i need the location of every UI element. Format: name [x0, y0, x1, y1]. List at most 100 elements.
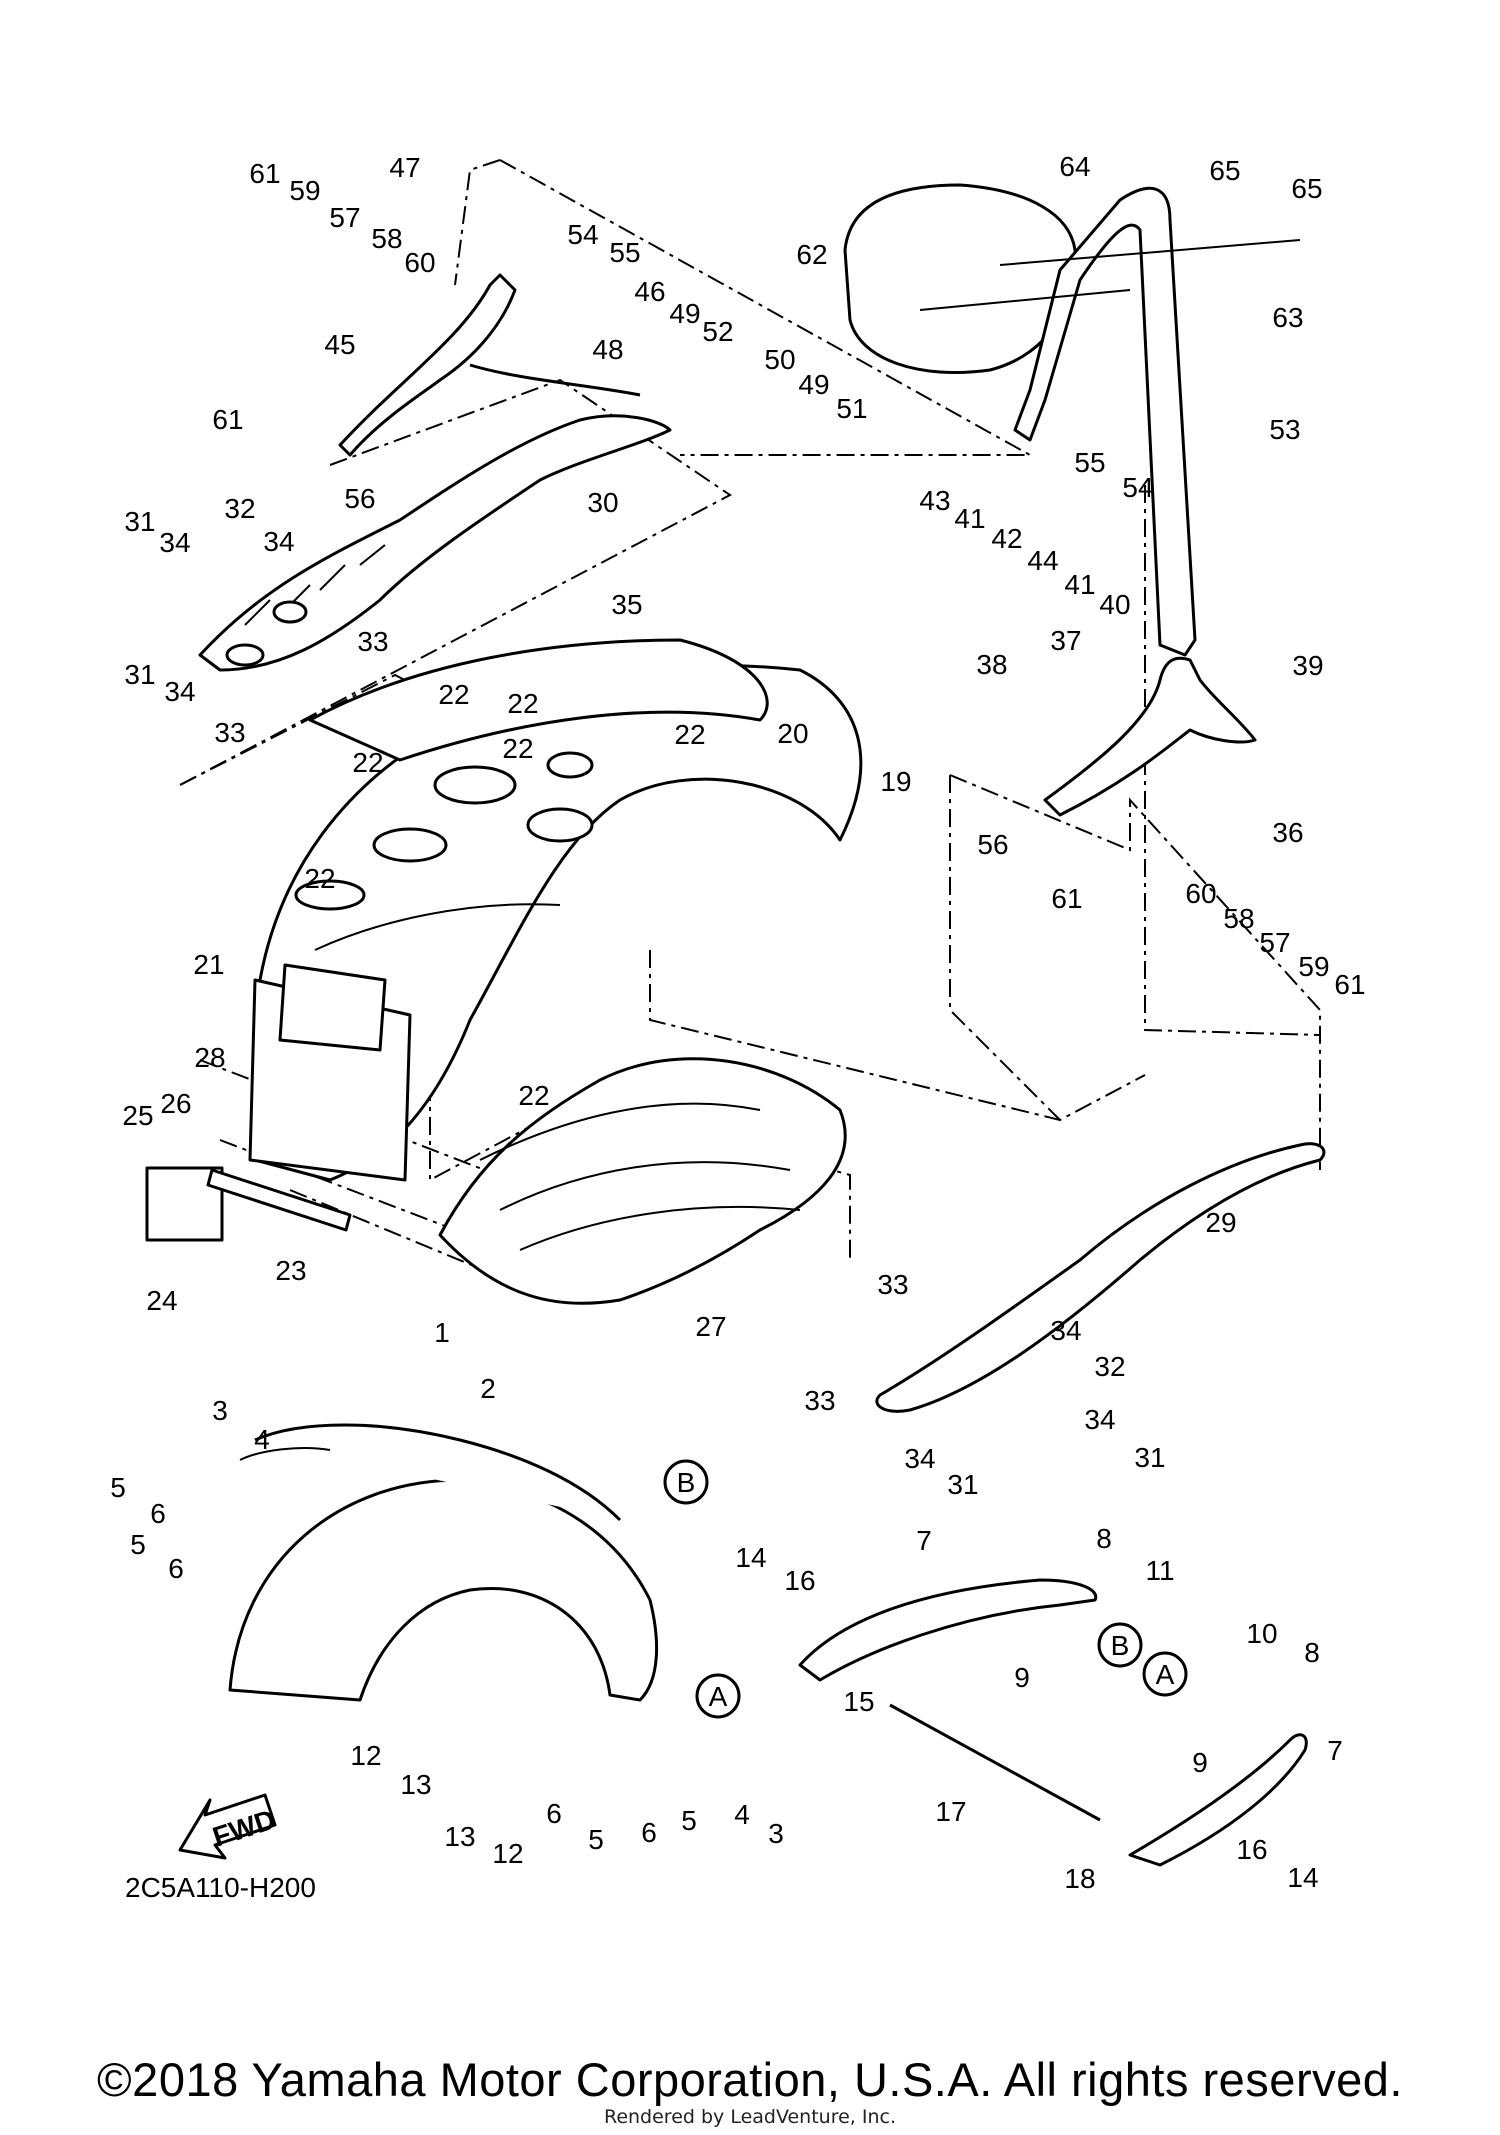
callout-54: 54 — [1122, 472, 1153, 503]
callout-57: 57 — [329, 202, 360, 233]
callout-40: 40 — [1099, 589, 1130, 620]
callout-13: 13 — [444, 1821, 475, 1852]
callout-41: 41 — [954, 503, 985, 534]
callout-6: 6 — [150, 1498, 166, 1529]
left-stay-and-rail — [198, 273, 672, 672]
callout-23: 23 — [275, 1255, 306, 1286]
callout-14: 14 — [1287, 1862, 1318, 1893]
callout-51: 51 — [836, 393, 867, 424]
callout-56: 56 — [977, 829, 1008, 860]
callout-35: 35 — [611, 589, 642, 620]
callout-49: 49 — [669, 298, 700, 329]
right-stay-and-rail — [875, 656, 1326, 1413]
callout-33: 33 — [804, 1385, 835, 1416]
callout-30: 30 — [587, 487, 618, 518]
callout-22: 22 — [304, 863, 335, 894]
callout-58: 58 — [371, 223, 402, 254]
callout-33: 33 — [357, 626, 388, 657]
callout-22: 22 — [502, 733, 533, 764]
callout-28: 28 — [194, 1042, 225, 1073]
callout-24: 24 — [146, 1285, 177, 1316]
callout-3: 3 — [212, 1395, 228, 1426]
callout-47: 47 — [389, 152, 420, 183]
callout-37: 37 — [1050, 625, 1081, 656]
callout-17: 17 — [935, 1796, 966, 1827]
callout-61: 61 — [249, 158, 280, 189]
callout-22: 22 — [674, 719, 705, 750]
copyright-notice: ©2018 Yamaha Motor Corporation, U.S.A. A… — [97, 2053, 1403, 2106]
callout-44: 44 — [1027, 545, 1058, 576]
callout-34: 34 — [159, 527, 190, 558]
rendered-by-credit: Rendered by LeadVenture, Inc. — [603, 2106, 897, 2128]
callout-55: 55 — [609, 237, 640, 268]
callout-63: 63 — [1272, 302, 1303, 333]
callout-31: 31 — [1134, 1442, 1165, 1473]
callout-15: 15 — [843, 1686, 874, 1717]
callout-42: 42 — [991, 523, 1022, 554]
callout-31: 31 — [124, 659, 155, 690]
callout-55: 55 — [1074, 447, 1105, 478]
callout-26: 26 — [160, 1088, 191, 1119]
callout-12: 12 — [492, 1838, 523, 1869]
front-fender — [228, 1423, 658, 1702]
callout-4: 4 — [254, 1424, 270, 1455]
callout-22: 22 — [438, 679, 469, 710]
ref-circle-b: B — [1111, 1630, 1130, 1661]
ref-circle-a: A — [709, 1681, 728, 1712]
callout-41: 41 — [1064, 569, 1095, 600]
callout-46: 46 — [634, 276, 665, 307]
callout-31: 31 — [947, 1469, 978, 1500]
callout-57: 57 — [1259, 927, 1290, 958]
callout-34: 34 — [164, 676, 195, 707]
callout-5: 5 — [130, 1529, 146, 1560]
rear-fender-assembly — [145, 638, 863, 1242]
callout-6: 6 — [546, 1798, 562, 1829]
callout-34: 34 — [263, 526, 294, 557]
callout-31: 31 — [124, 506, 155, 537]
callout-34: 34 — [904, 1443, 935, 1474]
callout-14: 14 — [735, 1542, 766, 1573]
callout-21: 21 — [193, 949, 224, 980]
callout-22: 22 — [352, 747, 383, 778]
callout-60: 60 — [1185, 878, 1216, 909]
callout-34: 34 — [1050, 1315, 1081, 1346]
callout-60: 60 — [404, 247, 435, 278]
front-side-stays — [798, 1578, 1308, 1867]
callout-65: 65 — [1209, 155, 1240, 186]
ref-circle-a: A — [1156, 1659, 1175, 1690]
callout-3: 3 — [768, 1818, 784, 1849]
callout-18: 18 — [1064, 1863, 1095, 1894]
callout-5: 5 — [110, 1472, 126, 1503]
callout-20: 20 — [777, 718, 808, 749]
callout-50: 50 — [764, 344, 795, 375]
callout-22: 22 — [507, 688, 538, 719]
callout-34: 34 — [1084, 1404, 1115, 1435]
callout-12: 12 — [350, 1740, 381, 1771]
callout-8: 8 — [1304, 1637, 1320, 1668]
callout-48: 48 — [592, 334, 623, 365]
callout-19: 19 — [880, 766, 911, 797]
callout-7: 7 — [916, 1525, 932, 1556]
callout-13: 13 — [400, 1769, 431, 1800]
callout-16: 16 — [784, 1565, 815, 1596]
callout-1: 1 — [434, 1317, 450, 1348]
reference-circles: B A B A — [663, 1459, 1188, 1719]
callout-11: 11 — [1145, 1555, 1174, 1586]
callout-33: 33 — [214, 717, 245, 748]
callout-54: 54 — [567, 219, 598, 250]
callout-52: 52 — [702, 316, 733, 347]
callout-56: 56 — [344, 483, 375, 514]
callout-62: 62 — [796, 239, 827, 270]
callout-6: 6 — [641, 1817, 657, 1848]
callout-61: 61 — [1334, 969, 1365, 1000]
callout-9: 9 — [1192, 1747, 1208, 1778]
callout-2: 2 — [480, 1373, 496, 1404]
callout-4: 4 — [734, 1799, 750, 1830]
backrest-assembly — [843, 183, 1301, 657]
callout-38: 38 — [976, 649, 1007, 680]
callout-9: 9 — [1014, 1662, 1030, 1693]
callout-39: 39 — [1292, 650, 1323, 681]
inner-fender — [438, 1057, 847, 1305]
callout-65: 65 — [1291, 173, 1322, 204]
